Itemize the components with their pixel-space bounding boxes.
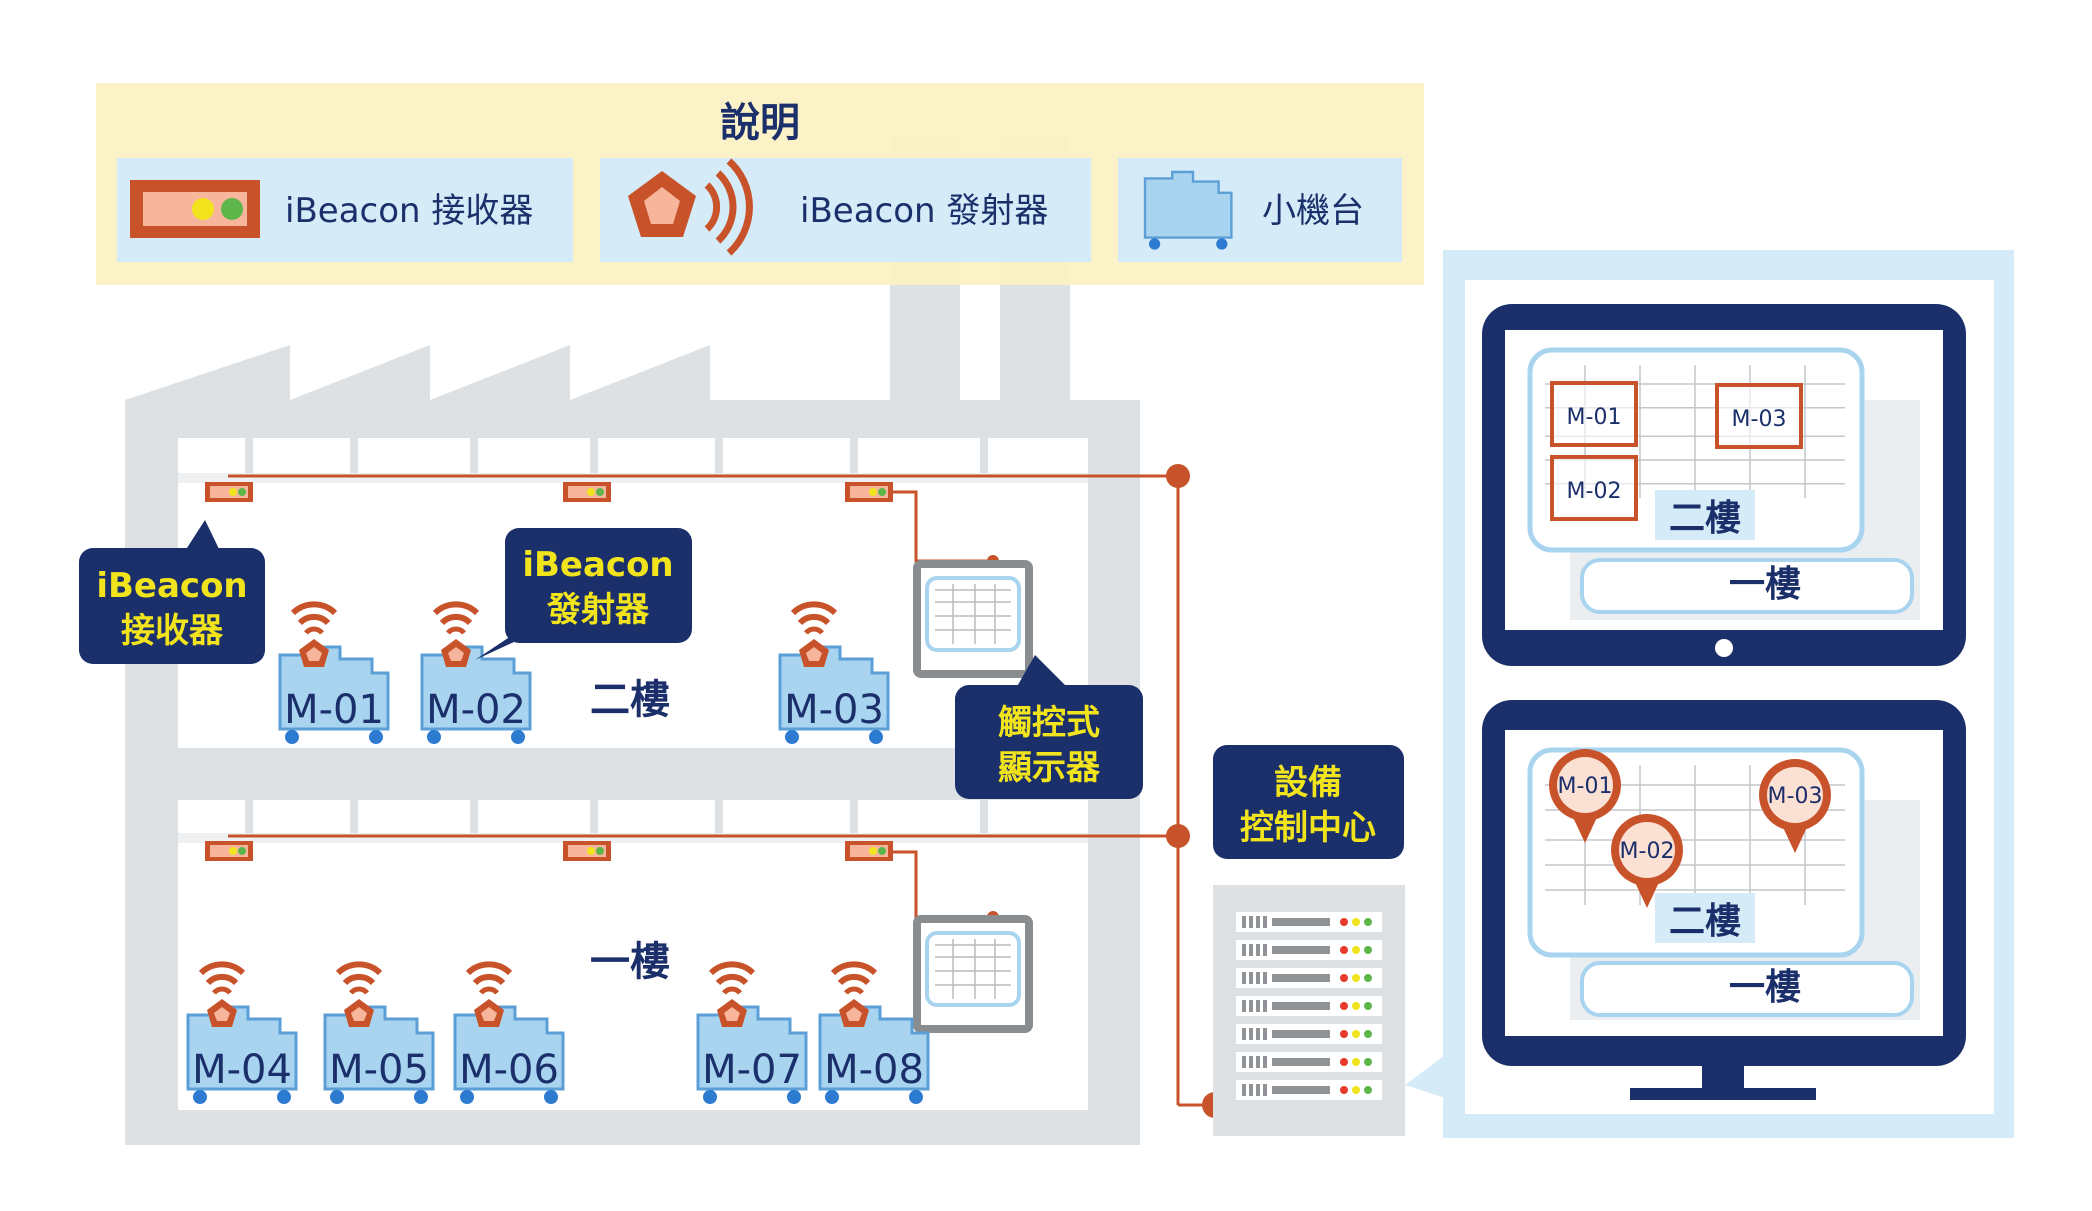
legend-receiver-label: iBeacon 接收器	[285, 191, 533, 231]
location-pin-icon: M-02	[1611, 814, 1683, 908]
location-pin-icon: M-03	[1759, 759, 1831, 853]
machine-label: M-02	[426, 687, 526, 733]
receiver-icon	[563, 841, 611, 861]
callout-control-center: 設備 控制中心	[1213, 745, 1404, 859]
transmitter-legend-icon	[628, 158, 753, 256]
floor-label-lower: 一樓	[590, 939, 670, 985]
svg-text:M-01: M-01	[1567, 405, 1622, 430]
callout-transmitter: iBeacon 發射器	[475, 528, 692, 660]
machine-label: M-04	[192, 1047, 292, 1093]
monitor-bottom: 一樓 二樓 M-01 M-02 M-03	[1482, 700, 1966, 1100]
receiver-icon	[563, 482, 611, 502]
touch-display-upper	[911, 558, 1035, 680]
callout-touch-line2: 顯示器	[998, 748, 1101, 788]
map-front-label: 二樓	[1669, 498, 1741, 539]
floor-label-upper: 二樓	[590, 677, 670, 723]
callout-control-line1: 設備	[1274, 763, 1342, 803]
machine-m03: M-03	[778, 604, 890, 746]
machine-m02: M-02	[420, 604, 532, 746]
svg-text:M-03: M-03	[1768, 784, 1823, 809]
location-pin-icon: M-01	[1549, 749, 1621, 843]
legend-panel: 說明 iBeacon 接收器 iBeacon 發射器 小機台	[96, 83, 1424, 285]
machine-label: M-01	[284, 687, 384, 733]
callout-receiver: iBeacon 接收器	[79, 520, 265, 664]
server-rack-icon	[1213, 885, 1405, 1136]
callout-receiver-line2: 接收器	[121, 611, 224, 651]
callout-transmitter-line2: 發射器	[546, 590, 650, 630]
monitor-top: 一樓 二樓 M-01 M-02 M-03	[1482, 304, 1966, 666]
legend-title: 說明	[720, 100, 800, 146]
machine-label: M-08	[824, 1047, 924, 1093]
receiver-icon	[845, 841, 893, 861]
machine-marker-box: M-01	[1550, 381, 1638, 447]
machine-m04: M-04	[186, 964, 298, 1106]
machine-m08: M-08	[818, 964, 930, 1106]
svg-text:M-01: M-01	[1558, 774, 1613, 799]
svg-text:M-02: M-02	[1620, 839, 1675, 864]
machine-m05: M-05	[323, 964, 435, 1106]
receiver-legend-icon	[130, 180, 260, 238]
machine-label: M-06	[459, 1047, 559, 1093]
machine-label: M-05	[329, 1047, 429, 1093]
map-back-label: 一樓	[1729, 967, 1801, 1008]
svg-text:M-03: M-03	[1732, 407, 1787, 432]
touch-display-lower	[911, 913, 1035, 1035]
machine-legend-icon	[1143, 170, 1233, 251]
callout-receiver-line1: iBeacon	[96, 566, 247, 606]
machine-m01: M-01	[278, 604, 390, 746]
map-front-label: 二樓	[1669, 901, 1741, 942]
machine-marker-box: M-02	[1550, 455, 1638, 521]
legend-transmitter-label: iBeacon 發射器	[800, 191, 1048, 231]
machine-m06: M-06	[453, 964, 565, 1106]
callout-control-line2: 控制中心	[1240, 808, 1376, 848]
callout-transmitter-line1: iBeacon	[522, 545, 673, 585]
receiver-icon	[205, 482, 253, 502]
callout-touch-line1: 觸控式	[998, 703, 1100, 743]
svg-text:M-02: M-02	[1567, 479, 1622, 504]
machine-label: M-03	[784, 687, 884, 733]
machine-label: M-07	[702, 1047, 802, 1093]
map-back-label: 一樓	[1729, 564, 1801, 605]
receiver-icon	[205, 841, 253, 861]
machine-m07: M-07	[696, 964, 808, 1106]
callout-touch-display: 觸控式 顯示器	[955, 655, 1143, 799]
receiver-icon	[845, 482, 893, 502]
machine-marker-box: M-03	[1715, 383, 1803, 449]
legend-machine-label: 小機台	[1262, 191, 1364, 231]
